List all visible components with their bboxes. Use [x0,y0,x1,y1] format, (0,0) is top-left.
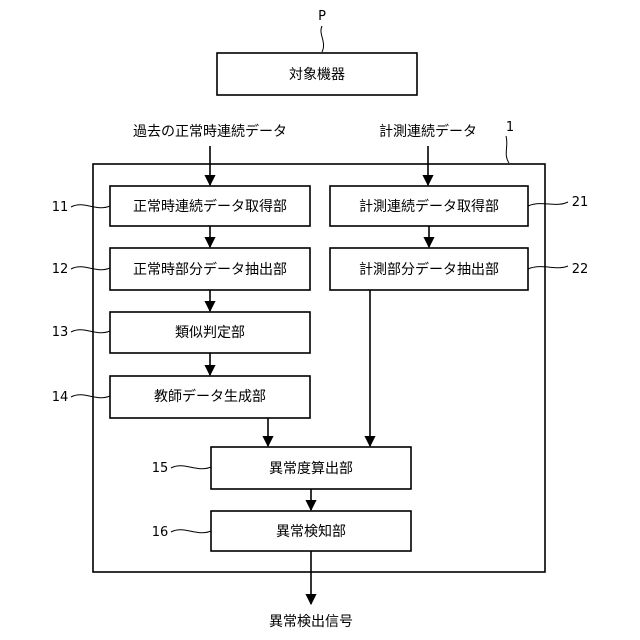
block-11-label: 正常時連続データ取得部 [133,198,287,215]
input-measured-label: 計測連続データ [379,123,477,140]
leader-11 [71,205,110,208]
leader-22 [528,266,568,269]
ref-label-device: 1 [506,120,514,135]
block-21-number: 21 [572,195,589,210]
block-16-number: 16 [152,525,169,540]
block-16-label: 異常検知部 [276,523,346,540]
input-past-label: 過去の正常時連続データ [133,123,287,140]
block-15-number: 15 [152,461,169,476]
block-15-label: 異常度算出部 [269,461,353,477]
block-12-number: 12 [52,262,69,277]
block-14-label: 教師データ生成部 [154,388,266,405]
block-22-label: 計測部分データ抽出部 [359,261,499,278]
leader-14 [71,395,110,398]
leader-13 [71,330,110,333]
block-22-number: 22 [572,262,589,277]
block-12-label: 正常時部分データ抽出部 [133,261,287,278]
leader-p [321,26,324,52]
target-device-label: 対象機器 [289,67,345,83]
leader-16 [171,530,211,533]
block-13-number: 13 [52,325,69,340]
block-21-label: 計測連続データ取得部 [359,198,499,215]
leader-21 [528,202,568,206]
output-label: 異常検出信号 [269,614,353,630]
block-14-number: 14 [52,390,69,405]
leader-12 [71,267,110,270]
block-11-number: 11 [52,200,69,215]
block-13-label: 類似判定部 [175,325,245,341]
leader-device [506,136,509,163]
leader-15 [171,466,211,469]
ref-label-p: P [318,9,326,24]
